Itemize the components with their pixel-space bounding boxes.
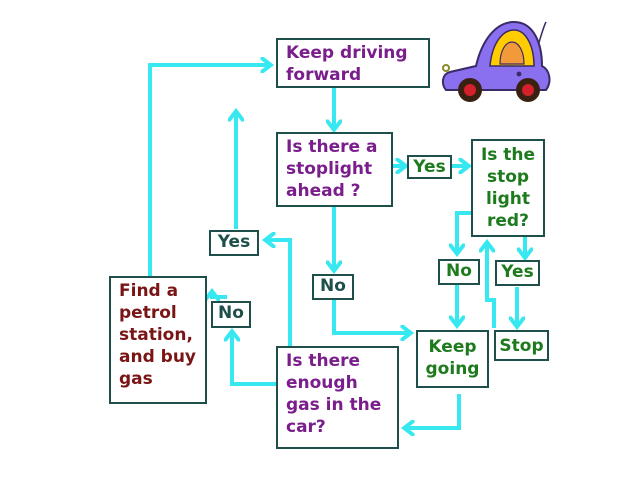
car-rear-wheel: [516, 78, 540, 102]
node-text-line: red?: [487, 211, 529, 231]
arrow-gas-to-yes: [266, 240, 292, 346]
node-text-line: Keep driving: [286, 43, 408, 63]
node-text-line: gas in the: [286, 395, 382, 415]
node-text-line: station,: [119, 325, 193, 345]
node-text-line: Stop: [499, 336, 544, 356]
label-no-gas: No: [211, 301, 251, 328]
node-text-line: Find a: [119, 281, 179, 301]
node-petrol-station: Find a petrol station, and buy gas: [109, 276, 207, 404]
node-text-line: gas: [119, 369, 153, 389]
car-bell-icon: [499, 41, 525, 65]
node-text-line: enough: [286, 373, 358, 393]
node-text-line: Is the: [480, 145, 536, 165]
node-text-line: Is there a: [286, 137, 378, 157]
node-text-line: going: [425, 359, 480, 379]
node-text-line: light: [485, 189, 531, 209]
car-icon: [441, 20, 551, 102]
node-stoplight-red: Is the stop light red?: [471, 139, 545, 237]
label-yes-gas: Yes: [209, 230, 259, 256]
node-gas-question: Is there enough gas in the car?: [276, 346, 399, 449]
arrow-gas-to-no: [232, 332, 276, 386]
arrow-red-to-no: [457, 211, 472, 253]
label-no-red: No: [438, 259, 480, 285]
arrow-keep-going-to-gas: [405, 394, 461, 428]
node-text-line: Keep: [428, 337, 477, 357]
label-no-stoplight: No: [312, 274, 354, 300]
label-yes-stoplight: Yes: [407, 155, 452, 179]
node-text-line: and buy: [119, 347, 197, 367]
arrow-stop-to-red: [487, 243, 496, 328]
car-knob: [516, 71, 522, 77]
node-text-line: Is there: [286, 351, 361, 371]
node-keep-going: Keep going: [416, 330, 489, 388]
node-text-line: stoplight: [286, 159, 373, 179]
arrow-no-to-keep-going: [332, 300, 410, 333]
node-text-line: forward: [286, 65, 362, 85]
car-front-wheel: [458, 78, 482, 102]
node-keep-driving: Keep driving forward: [276, 38, 430, 88]
node-text-line: stop: [486, 167, 530, 187]
label-yes-red: Yes: [495, 260, 540, 286]
node-stoplight-question: Is there a stoplight ahead ?: [276, 132, 393, 207]
arrow-petrol-to-drive: [148, 65, 270, 276]
node-stop: Stop: [494, 330, 549, 361]
node-text-line: car?: [286, 417, 326, 437]
node-text-line: petrol: [119, 303, 177, 323]
car-front-lamp: [442, 64, 450, 72]
node-text-line: ahead ?: [286, 181, 361, 201]
arrow-no-to-petrol: [212, 292, 227, 297]
